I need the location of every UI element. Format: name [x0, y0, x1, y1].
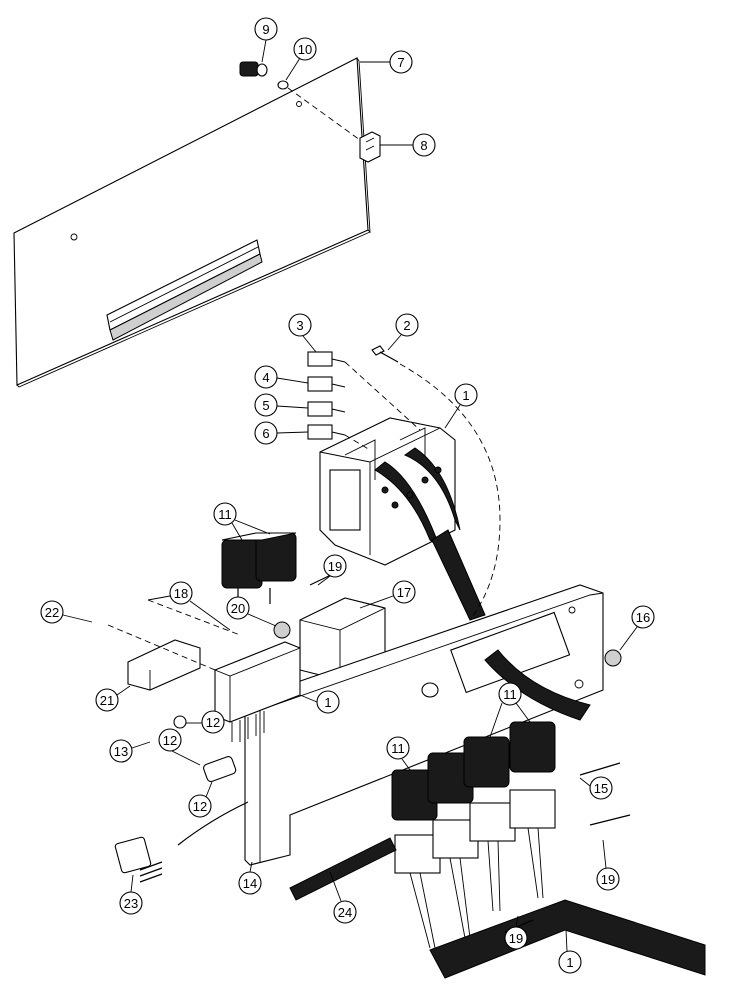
svg-text:1: 1 — [566, 955, 573, 970]
callout: 12 — [186, 710, 225, 734]
screw — [371, 345, 399, 363]
svg-text:20: 20 — [231, 601, 245, 616]
svg-text:19: 19 — [601, 872, 615, 887]
svg-text:1: 1 — [324, 695, 331, 710]
fuses — [307, 351, 346, 440]
svg-text:24: 24 — [338, 905, 352, 920]
callout: 11 — [213, 502, 271, 541]
svg-text:5: 5 — [262, 398, 269, 413]
main-harness — [429, 899, 706, 979]
relay-row-lower — [391, 721, 556, 949]
svg-text:12: 12 — [206, 715, 220, 730]
callout: 10 — [285, 37, 317, 81]
callout: 11 — [489, 682, 531, 738]
svg-text:12: 12 — [193, 799, 207, 814]
callout: 21 — [95, 685, 131, 712]
svg-text:13: 13 — [114, 744, 128, 759]
callout: 4 — [254, 365, 309, 389]
svg-text:23: 23 — [124, 896, 138, 911]
callout: 14 — [238, 861, 262, 895]
callout: 1 — [558, 929, 582, 974]
callout: 12 — [158, 728, 201, 766]
bracket-block — [127, 639, 201, 691]
callout: 13 — [109, 739, 151, 763]
knob — [239, 61, 268, 77]
svg-text:15: 15 — [594, 781, 608, 796]
svg-text:19: 19 — [328, 559, 342, 574]
clip — [359, 131, 381, 163]
callout: 16 — [619, 605, 655, 651]
svg-text:16: 16 — [636, 610, 650, 625]
callout: 19 — [317, 554, 347, 586]
callout: 6 — [254, 421, 309, 445]
washer — [277, 80, 289, 90]
callout: 11 — [386, 736, 411, 771]
svg-text:7: 7 — [397, 55, 404, 70]
cover-panel — [13, 57, 371, 388]
relay-pair-upper — [221, 532, 297, 604]
callout: 18 — [147, 581, 231, 631]
callout: 19 — [596, 839, 620, 891]
svg-text:12: 12 — [163, 733, 177, 748]
callout: 19 — [504, 915, 528, 950]
callout: 15 — [579, 776, 613, 800]
svg-text:14: 14 — [243, 876, 257, 891]
svg-text:21: 21 — [100, 693, 114, 708]
callout: 2 — [387, 313, 419, 351]
callout: 1 — [444, 383, 478, 429]
svg-text:10: 10 — [298, 42, 312, 57]
callout: 20 — [226, 596, 277, 627]
callout: 5 — [254, 393, 309, 417]
svg-text:8: 8 — [420, 138, 427, 153]
svg-text:11: 11 — [391, 741, 405, 756]
svg-text:18: 18 — [174, 586, 188, 601]
callout: 23 — [119, 874, 143, 915]
small-hardware — [114, 572, 631, 933]
callout: 7 — [360, 50, 413, 74]
fuse-block — [319, 417, 486, 621]
callout: 17 — [359, 580, 416, 609]
svg-text:6: 6 — [262, 426, 269, 441]
svg-text:9: 9 — [262, 22, 269, 37]
callout: 9 — [254, 17, 278, 63]
callout: 3 — [288, 313, 317, 353]
callout: 12 — [188, 781, 213, 818]
svg-text:11: 11 — [503, 687, 517, 702]
svg-text:1: 1 — [462, 388, 469, 403]
svg-text:22: 22 — [45, 605, 59, 620]
mounting-bracket — [244, 584, 604, 866]
svg-text:19: 19 — [509, 931, 523, 946]
callout: 22 — [40, 600, 93, 624]
svg-text:3: 3 — [296, 318, 303, 333]
svg-text:2: 2 — [403, 318, 410, 333]
callout: 8 — [380, 133, 436, 157]
svg-text:4: 4 — [262, 370, 269, 385]
callout: 24 — [329, 871, 357, 924]
callout: 1 — [299, 690, 340, 714]
svg-text:11: 11 — [218, 507, 232, 522]
svg-text:17: 17 — [397, 585, 411, 600]
